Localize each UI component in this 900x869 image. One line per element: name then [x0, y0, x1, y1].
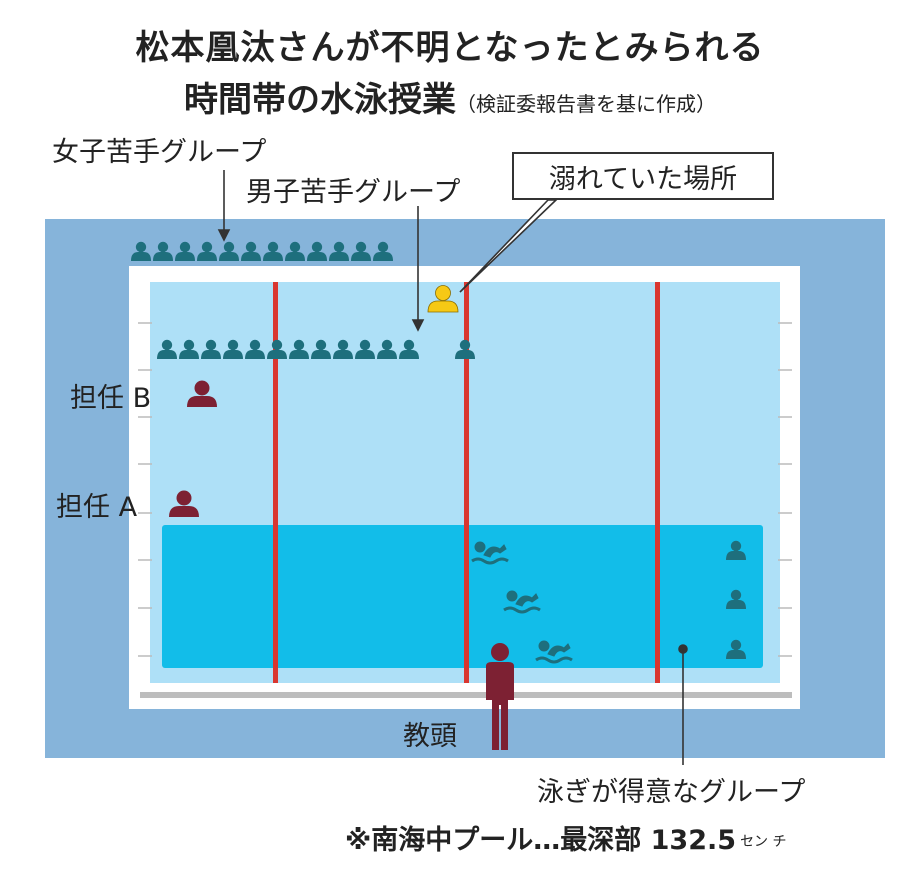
lane-rope-1: [273, 282, 278, 683]
title-source: （検証委報告書を基に作成）: [456, 92, 716, 116]
label-teacher-a: 担任 A: [56, 492, 138, 523]
title-line2: 時間帯の水泳授業（検証委報告書を基に作成）: [0, 72, 900, 121]
leader-lines: [217, 170, 688, 765]
label-girls-group: 女子苦手グループ: [52, 137, 267, 168]
starting-edge: [140, 692, 792, 698]
good-swimmers-zone: [162, 525, 763, 668]
label-teacher-b: 担任 B: [70, 383, 152, 414]
label-vice-principal: 教頭: [403, 721, 457, 752]
lane-ticks: [138, 322, 792, 657]
vice-principal-figure: [486, 643, 514, 750]
note-text: ※南海中プール…最深部 132.5: [345, 825, 737, 856]
label-good-swimmers: 泳ぎが得意なグループ: [537, 777, 806, 808]
lane-rope-3: [655, 282, 660, 683]
lane-rope-2: [464, 282, 469, 683]
note-unit: セン チ: [740, 833, 787, 850]
drowned-place-text: 溺れていた場所: [548, 163, 738, 195]
label-drowned-place: 溺れていた場所: [512, 152, 774, 200]
title-main: 時間帯の水泳授業: [184, 80, 456, 120]
title-line1: 松本凰汰さんが不明となったとみられる: [135, 28, 765, 68]
label-boys-group: 男子苦手グループ: [246, 177, 461, 208]
